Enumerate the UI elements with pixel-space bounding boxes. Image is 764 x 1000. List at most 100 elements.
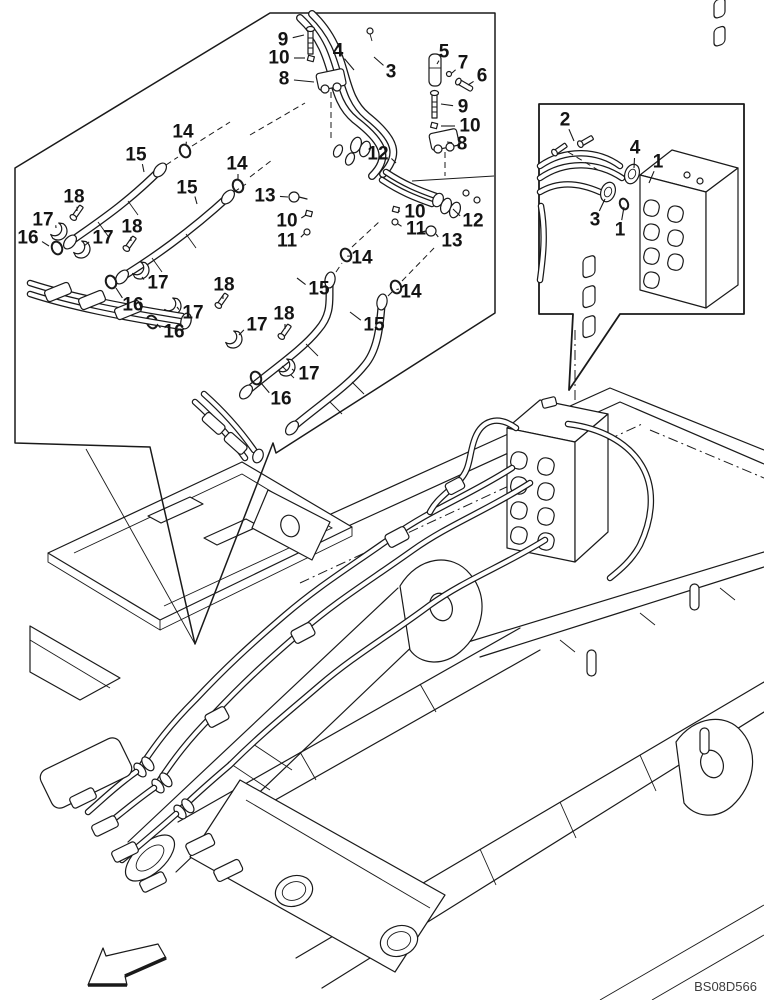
hoses-15 bbox=[62, 162, 388, 436]
callout-label: 11 bbox=[277, 231, 298, 252]
callout-label: 14 bbox=[226, 154, 248, 175]
callout-leader bbox=[467, 80, 474, 86]
callout-label: 17 bbox=[298, 364, 319, 385]
callout-label: 1 bbox=[615, 220, 626, 241]
callout-label: 7 bbox=[458, 53, 469, 74]
callout-leader bbox=[344, 58, 355, 71]
callout-leader bbox=[435, 233, 439, 238]
callout-label: 15 bbox=[176, 178, 198, 199]
bolt-9a bbox=[305, 25, 316, 55]
callout-label: 18 bbox=[121, 217, 142, 238]
callout-label: 14 bbox=[172, 122, 194, 143]
callout-leader bbox=[446, 141, 453, 144]
callout-leader bbox=[115, 287, 123, 299]
callout-label: 8 bbox=[279, 69, 290, 90]
callout-leader bbox=[279, 195, 289, 198]
direction-arrow-icon bbox=[87, 943, 167, 987]
callout-leader bbox=[260, 382, 270, 394]
callout-label: 3 bbox=[386, 62, 397, 83]
callout-leader bbox=[176, 306, 180, 310]
bolts-18 bbox=[69, 204, 292, 340]
callout-label: 14 bbox=[351, 248, 373, 269]
callout-label: 15 bbox=[308, 279, 330, 300]
machine-view bbox=[29, 255, 764, 1000]
pin-6 bbox=[454, 77, 474, 92]
callout-label: 16 bbox=[17, 228, 38, 249]
callout-leader bbox=[396, 288, 400, 291]
callout-leader bbox=[156, 323, 161, 329]
callout-leader bbox=[301, 214, 307, 219]
flange-3 bbox=[599, 181, 617, 203]
callout-label: 12 bbox=[462, 211, 483, 232]
callout-label: 18 bbox=[63, 187, 84, 208]
callout-label: 17 bbox=[92, 228, 113, 249]
callout-leader bbox=[373, 56, 384, 66]
pipe-cluster-b bbox=[191, 390, 264, 464]
inset-right bbox=[536, 0, 745, 391]
callout-label: 1 bbox=[653, 152, 664, 173]
callout-leader bbox=[633, 157, 636, 169]
callout-label: 4 bbox=[630, 138, 641, 159]
callout-leader bbox=[194, 196, 198, 205]
callout-label: 17 bbox=[147, 273, 168, 294]
callout-label: 11 bbox=[406, 219, 427, 240]
callout-leader bbox=[391, 158, 397, 164]
callout-leader bbox=[598, 198, 606, 212]
callout-leader bbox=[648, 170, 655, 184]
callout-label: 10 bbox=[276, 211, 297, 232]
bolt-13a bbox=[288, 191, 308, 203]
callout-label: 10 bbox=[268, 48, 289, 69]
o-rings-14 bbox=[178, 143, 403, 295]
callout-leader bbox=[293, 79, 315, 83]
callout-leader bbox=[296, 277, 306, 285]
callout-label: 2 bbox=[560, 110, 571, 131]
callout-label: 18 bbox=[213, 275, 234, 296]
callout-leaders bbox=[41, 34, 655, 394]
callout-leader bbox=[292, 34, 305, 39]
clamp-8b bbox=[428, 128, 460, 154]
fitting-12b bbox=[439, 197, 462, 219]
machine-control-valve bbox=[506, 255, 609, 563]
callout-label: 12 bbox=[367, 144, 388, 165]
callout-label: 4 bbox=[333, 41, 344, 62]
callout-leader bbox=[568, 128, 575, 142]
bolt-2b bbox=[576, 135, 594, 149]
callout-leader bbox=[349, 311, 362, 321]
callout-leader bbox=[440, 103, 454, 107]
callout-leader bbox=[300, 233, 305, 238]
callout-label: 17 bbox=[182, 303, 203, 324]
inset-valve-block bbox=[639, 0, 739, 309]
callout-leader bbox=[436, 60, 440, 65]
callout-label: 15 bbox=[363, 315, 385, 336]
callout-leader bbox=[41, 241, 50, 247]
callout-label: 3 bbox=[590, 210, 601, 231]
pipe-cluster-a bbox=[26, 279, 192, 331]
inset-upper-left bbox=[14, 10, 496, 645]
callout-label: 13 bbox=[254, 186, 275, 207]
callout-leader bbox=[397, 223, 402, 227]
flange-4 bbox=[623, 163, 641, 185]
callout-leader bbox=[238, 329, 245, 336]
callout-leader bbox=[451, 69, 456, 74]
callout-leader bbox=[291, 368, 295, 372]
machine-hoses bbox=[39, 417, 655, 893]
callout-label: 13 bbox=[441, 231, 462, 252]
callout-label: 17 bbox=[32, 210, 53, 231]
callout-label: 9 bbox=[278, 30, 289, 51]
callout-label: 16 bbox=[270, 389, 291, 410]
callout-leader bbox=[452, 208, 461, 217]
screw-7 bbox=[445, 70, 453, 78]
figure-code: BS08D566 bbox=[694, 979, 757, 994]
callout-label: 17 bbox=[246, 315, 267, 336]
callout-label: 6 bbox=[477, 66, 488, 87]
callout-label: 5 bbox=[439, 42, 450, 63]
callout-leader bbox=[83, 241, 90, 247]
bolt-13b bbox=[417, 225, 437, 237]
bolt-9b bbox=[429, 89, 440, 119]
clamp-8a bbox=[315, 68, 347, 94]
fitting-12a bbox=[349, 136, 372, 158]
callout-leader bbox=[141, 276, 145, 280]
